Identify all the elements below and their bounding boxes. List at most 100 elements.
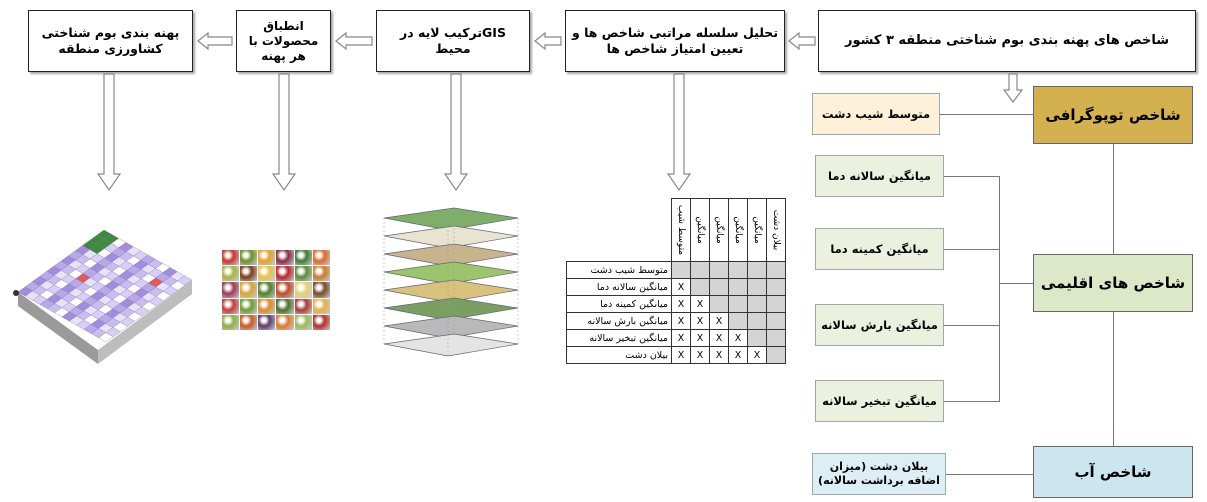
matrix-cell: X	[671, 346, 691, 364]
indicator-water-balance: بیلان دشت (میزان اضافه برداشت سالانه)	[812, 453, 946, 495]
indicator-temp-mean: میانگین سالانه دما	[815, 155, 944, 197]
arrow-down-icon	[1002, 73, 1024, 103]
map-layer	[383, 333, 519, 357]
matrix-cell	[766, 278, 786, 296]
crop-photo-tile	[294, 266, 312, 282]
matrix-cell	[728, 312, 748, 330]
connector-line	[944, 249, 999, 250]
matrix-col-header: متوسط شیب	[671, 198, 691, 262]
crop-photo-tile	[240, 314, 258, 330]
crop-photo-tile	[312, 314, 330, 330]
matrix-cell	[690, 278, 710, 296]
gis-layers-image	[383, 207, 519, 357]
indicator-temp-min: میانگین کمینه دما	[815, 228, 944, 270]
crop-photo-tile	[312, 298, 330, 314]
crop-photo-tile	[294, 250, 312, 266]
crop-photo-tile	[312, 282, 330, 298]
step-zoning-box: پهنه بندی بوم شناختی کشاورزی منطقه	[28, 10, 193, 72]
crop-photo-tile	[240, 298, 258, 314]
matrix-cell: X	[690, 329, 710, 347]
matrix-cell: X	[728, 346, 748, 364]
category-climate: شاخص های اقلیمی	[1033, 254, 1193, 312]
matrix-cell	[747, 312, 767, 330]
matrix-cell	[766, 329, 786, 347]
matrix-cell: X	[671, 329, 691, 347]
crop-photo-tile	[294, 314, 312, 330]
matrix-cell	[671, 261, 691, 279]
crop-photo-tile	[312, 266, 330, 282]
connector-line	[944, 401, 999, 402]
arrow-left-icon	[335, 31, 373, 51]
matrix-cell	[747, 261, 767, 279]
matrix-cell: X	[709, 346, 729, 364]
matrix-col-header: بیلان دشت	[766, 198, 786, 262]
indicator-evap: میانگین تبخیر سالانه	[815, 380, 944, 422]
matrix-cell	[728, 295, 748, 313]
arrow-left-icon	[534, 31, 562, 51]
matrix-cell: X	[671, 295, 691, 313]
step-indicators-box: شاخص های پهنه بندی بوم شناختی منطقه ۳ کش…	[818, 10, 1196, 72]
connector-line	[940, 114, 1033, 115]
crop-photo-tile	[222, 298, 240, 314]
crop-photo-tile	[258, 250, 276, 266]
matrix-cell	[766, 295, 786, 313]
matrix-cell: X	[690, 295, 710, 313]
matrix-cell	[709, 295, 729, 313]
matrix-cell	[747, 329, 767, 347]
arrow-left-icon	[197, 31, 233, 51]
crop-photo-tile	[222, 282, 240, 298]
crop-photo-tile	[222, 266, 240, 282]
connector-line	[944, 176, 999, 177]
matrix-cell: X	[671, 312, 691, 330]
matrix-row-label: میانگین سالانه دما	[566, 278, 672, 296]
crop-photo-tile	[276, 282, 294, 298]
indicator-precip: میانگین بارش سالانه	[815, 304, 944, 346]
matrix-cell	[747, 295, 767, 313]
matrix-cell	[766, 312, 786, 330]
matrix-cell	[709, 278, 729, 296]
connector-line	[999, 176, 1000, 402]
matrix-cell	[766, 346, 786, 364]
crop-photo-tile	[294, 298, 312, 314]
connector-line	[1113, 312, 1114, 446]
connector-line	[944, 325, 999, 326]
matrix-cell	[728, 278, 748, 296]
matrix-cell: X	[709, 329, 729, 347]
matrix-row-label: میانگین بارش سالانه	[566, 312, 672, 330]
matrix-row-label: میانگین کمینه دما	[566, 295, 672, 313]
crop-photo-tile	[222, 250, 240, 266]
crop-photo-tile	[294, 282, 312, 298]
crop-photo-tile	[276, 250, 294, 266]
matrix-row: متوسط شیب دشت	[566, 261, 786, 279]
crop-photo-tile	[258, 282, 276, 298]
crop-photo-tile	[240, 266, 258, 282]
matrix-cell: X	[671, 278, 691, 296]
connector-line	[946, 474, 1033, 475]
matrix-cell	[709, 261, 729, 279]
arrow-down-icon	[443, 73, 469, 192]
connector-line	[999, 283, 1033, 284]
matrix-cell: X	[747, 346, 767, 364]
arrow-down-icon	[96, 73, 122, 192]
crop-photo-tile	[258, 314, 276, 330]
matrix-row-label: میانگین تبخیر سالانه	[566, 329, 672, 347]
matrix-col-header: میانگین	[728, 198, 748, 262]
indicator-slope: متوسط شیب دشت	[812, 93, 940, 135]
connector-line	[1113, 144, 1114, 254]
matrix-col-header: میانگین	[747, 198, 767, 262]
crop-photo-tile	[222, 314, 240, 330]
matrix-cell: X	[690, 346, 710, 364]
zoning-map-image	[13, 229, 193, 364]
step-gis-box: GISترکیب لایه در محیط	[376, 10, 530, 72]
matrix-col-header: میانگین	[709, 198, 729, 262]
matrix-cell: X	[709, 312, 729, 330]
crop-photo-tile	[276, 298, 294, 314]
matrix-cell	[690, 261, 710, 279]
matrix-row-label: بیلان دشت	[566, 346, 672, 364]
matrix-corner	[567, 199, 672, 262]
arrow-left-icon	[788, 31, 816, 51]
